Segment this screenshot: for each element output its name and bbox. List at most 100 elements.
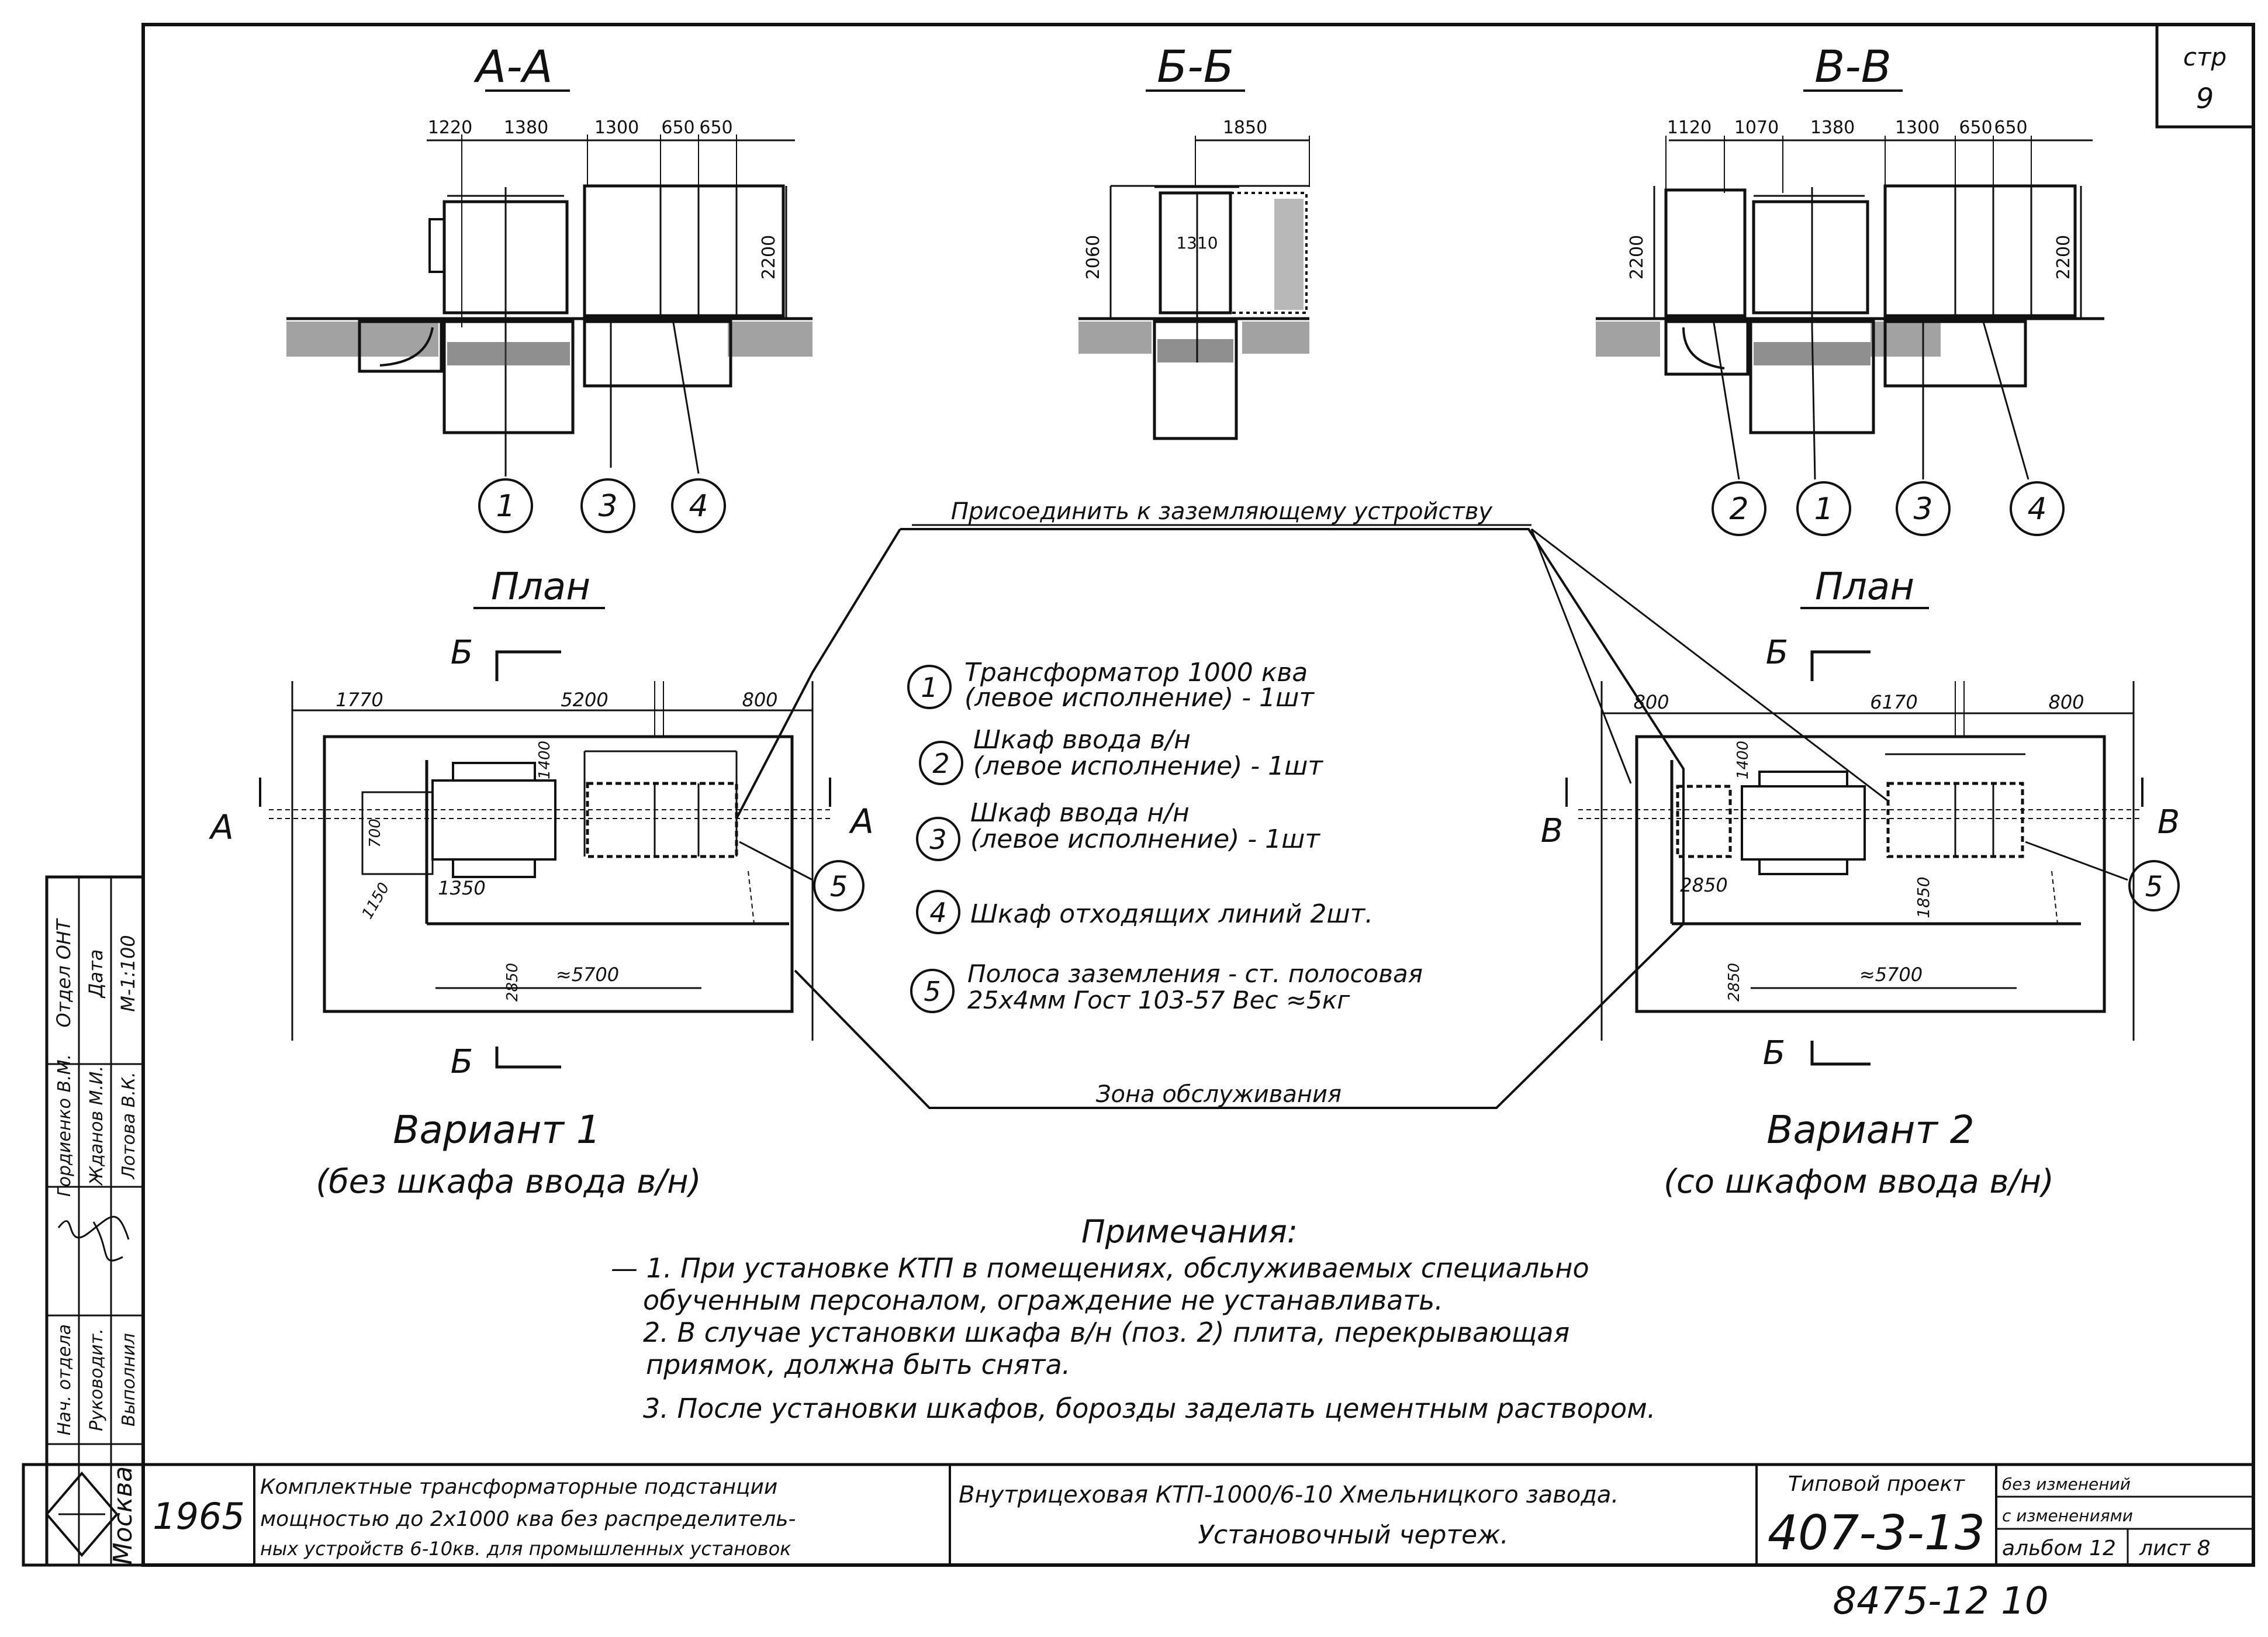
aa-callout-3: 4 (689, 489, 708, 524)
aa-height: 2200 (759, 235, 779, 279)
legend-2-line1: Шкаф ввода в/н (973, 725, 1191, 755)
section-aa: А-А 1220 1380 1300 650 650 2200 (286, 40, 813, 533)
remarks-title: Примечания: (1081, 1213, 1298, 1250)
service-zone-note: Зона обслуживания (1096, 1081, 1342, 1108)
plan-left-callout: 5 (830, 871, 848, 903)
tb-drawing-2: Установочный чертеж. (1198, 1520, 1509, 1550)
tb-drawing-1: Внутрицеховая КТП-1000/6-10 Хмельницкого… (959, 1481, 1619, 1508)
plan-left-title: План (491, 565, 590, 609)
plan-right-variant-note: (со шкафом ввода в/н) (1664, 1163, 2054, 1201)
vv-callout-1: 2 (1729, 492, 1748, 527)
aa-dim-4: 650 (661, 118, 694, 138)
plan-left-cut-left: А (208, 807, 234, 847)
legend-num-3: 3 (929, 824, 946, 855)
plan-right-cut-top: Б (1766, 634, 1788, 672)
plan-left-variant-note: (без шкафа ввода в/н) (316, 1163, 701, 1201)
vv-dim-4: 1300 (1895, 118, 1939, 138)
vv-callout-3: 3 (1913, 492, 1932, 527)
plan-left-dim-6: 1150 (359, 880, 393, 922)
stamp-name-3: Лотова В.К. (119, 1072, 139, 1179)
legend-5-line2: 25х4мм Гост 103-57 Вес ≈5кг (967, 986, 1350, 1014)
plan-left-cut-bottom: Б (451, 1043, 473, 1081)
remark-line-2: обученным персоналом, ограждение не уста… (643, 1284, 1443, 1316)
plan-left-dim-5: 700 (367, 818, 384, 848)
vv-callout-2: 1 (1814, 492, 1833, 527)
plan-right-callout: 5 (2145, 871, 2163, 903)
plan-left-dim-8: 2850 (504, 963, 521, 1001)
stamp-role-a: Нач. отдела (54, 1324, 75, 1435)
bb-height: 2060 (1083, 235, 1104, 279)
legend-num-4: 4 (929, 897, 946, 928)
stamp-role-b: Руководит. (87, 1328, 107, 1431)
tb-status-2: с изменениями (2002, 1506, 2133, 1525)
vv-dim-2: 1070 (1734, 118, 1779, 138)
plan-right-variant: Вариант 2 (1766, 1107, 1975, 1152)
remark-line-4: приямок, должна быть снята. (646, 1349, 1070, 1380)
plan-left-dim-9: ≈5700 (556, 963, 619, 986)
aa-dim-5: 650 (699, 118, 732, 138)
aa-dim-2: 1380 (504, 118, 548, 138)
section-vv-title: В-В (1814, 40, 1892, 92)
aa-dim-3: 1300 (594, 118, 639, 138)
plan-right-dim-5: 2850 (1680, 874, 1727, 896)
legend-3-line2: (левое исполнение) - 1шт (970, 824, 1320, 854)
page-number: 9 (2196, 82, 2214, 115)
stamp-role-1: Отдел ОНТ (53, 918, 75, 1028)
plan-left-variant: Вариант 1 (393, 1107, 601, 1152)
plan-right-cut-bottom: Б (1763, 1034, 1785, 1072)
legend-num-5: 5 (924, 976, 941, 1007)
vv-callout-4: 4 (2027, 492, 2046, 527)
plan-left-dim-3: 800 (742, 689, 777, 711)
tb-status-1: без изменений (2002, 1474, 2131, 1494)
stamp-role-2: Дата (85, 949, 107, 999)
tb-city: Москва (108, 1466, 138, 1565)
inventory-number: 8475-12 10 (1833, 1580, 2048, 1623)
plan-right-cut-right: В (2158, 803, 2180, 841)
section-aa-title: А-А (473, 40, 552, 92)
section-bb: Б-Б 1850 1310 2060 (1078, 40, 1310, 440)
plan-right-dim-7: 2850 (1726, 963, 1743, 1001)
remarks: Примечания: — 1. При установке КТП в пом… (611, 1213, 1655, 1424)
legend-4-line1: Шкаф отходящих линий 2шт. (970, 899, 1373, 929)
plan-right-title: План (1815, 565, 1914, 609)
plan-right-dim-2: 6170 (1870, 691, 1917, 713)
vv-dim-3: 1380 (1810, 118, 1855, 138)
stamp-role-c: Выполнил (119, 1333, 139, 1427)
section-vv: В-В 1120 1070 1380 1300 650 650 2200 220… (1596, 40, 2104, 536)
title-block: Москва 1965 Комплектные трансформаторные… (22, 1463, 2255, 1567)
tb-desc-1: Комплектные трансформаторные подстанции (260, 1475, 777, 1499)
stamp-signature (57, 1215, 130, 1240)
aa-dim-1: 1220 (428, 118, 472, 138)
plan-right: План Б Б В В 800 6170 800 1400 2850 1850 (1541, 565, 2180, 1201)
legend-num-1: 1 (921, 672, 938, 703)
tb-album: альбом 12 (2002, 1536, 2116, 1560)
aa-callout-1: 1 (496, 489, 515, 524)
plan-left-dim-1: 1770 (336, 689, 383, 711)
vv-dim-1: 1120 (1667, 118, 1712, 138)
plan-right-dim-3: 800 (2048, 691, 2084, 713)
remark-line-5: 3. После установки шкафов, борозды задел… (643, 1393, 1655, 1424)
plan-left-dim-2: 5200 (561, 689, 608, 711)
stamp-signature-2 (92, 1221, 123, 1262)
plan-left-dim-4: 1400 (536, 741, 554, 779)
stamp-name-2: Жданов М.И. (87, 1066, 107, 1186)
institute-logo-icon (45, 1471, 119, 1557)
plan-right-dim-6: 1850 (1914, 876, 1933, 918)
tb-project-label: Типовой проект (1788, 1472, 1965, 1496)
plan-left-cut-right: А (848, 802, 874, 841)
legend-num-2: 2 (932, 748, 949, 779)
plan-right-dim-4: 1400 (1734, 741, 1752, 779)
legend-3-line1: Шкаф ввода н/н (970, 798, 1190, 828)
bb-width: 1850 (1223, 118, 1267, 138)
plan-left-dim-7: 1350 (438, 877, 485, 899)
plan-left: План Б Б А А 1770 5200 800 1400 (208, 565, 874, 1201)
stamp-name-1: Гордиенко В.М. (54, 1054, 75, 1197)
remark-line-1: — 1. При установке КТП в помещениях, обс… (611, 1252, 1589, 1284)
stamp-role-3: М-1:100 (117, 935, 139, 1011)
side-stamp: Отдел ОНТ Дата М-1:100 Гордиенко В.М. Жд… (45, 875, 145, 1567)
legend-2-line2: (левое исполнение) - 1шт (973, 751, 1323, 781)
tb-desc-2: мощностью до 2х1000 ква без распределите… (260, 1507, 796, 1531)
section-bb-title: Б-Б (1157, 40, 1234, 92)
plan-right-cut-left: В (1541, 812, 1563, 850)
